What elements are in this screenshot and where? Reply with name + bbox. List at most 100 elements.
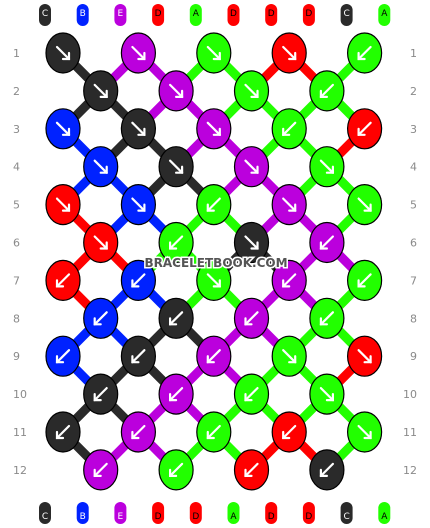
knot-arrow-icon	[206, 45, 221, 61]
knot-arrow-icon	[55, 273, 71, 288]
svg-text:D: D	[230, 9, 237, 19]
svg-text:C: C	[42, 512, 48, 522]
knot	[158, 70, 194, 112]
svg-text:D: D	[268, 512, 275, 522]
string-label: E	[114, 502, 127, 524]
knot	[158, 373, 194, 415]
knot-arrow-icon	[282, 273, 297, 288]
knot	[120, 108, 156, 150]
svg-text:B: B	[80, 512, 86, 522]
svg-text:D: D	[305, 512, 312, 522]
knot-arrow-icon	[55, 424, 71, 440]
string-label: D	[227, 4, 240, 26]
knot-arrow-icon	[93, 387, 108, 402]
string-label: B	[76, 4, 89, 26]
knot-arrow-icon	[169, 462, 184, 477]
string-label: A	[378, 502, 391, 524]
string-label: D	[152, 502, 165, 524]
knot-arrow-icon	[357, 273, 372, 288]
svg-text:E: E	[118, 9, 124, 19]
knot-arrow-icon	[131, 349, 146, 364]
string-label: D	[302, 4, 315, 26]
knot	[271, 259, 307, 301]
string-label: C	[39, 4, 51, 26]
row-number: 9	[410, 350, 417, 363]
knot-arrow-icon	[206, 349, 221, 364]
svg-text:D: D	[192, 512, 199, 522]
row-number: 8	[13, 312, 20, 325]
knot-arrow-icon	[244, 235, 259, 250]
knot	[83, 70, 119, 112]
svg-text:E: E	[118, 512, 124, 522]
knot	[120, 411, 156, 453]
knot	[120, 259, 156, 301]
string-label: A	[189, 4, 202, 26]
svg-text:D: D	[155, 512, 162, 522]
row-number: 9	[13, 350, 20, 363]
knot-arrow-icon	[169, 83, 184, 99]
knot-arrow-icon	[244, 387, 259, 402]
knot-arrow-icon	[319, 83, 334, 99]
row-number: 4	[13, 161, 20, 174]
knot	[271, 32, 307, 74]
knot-arrow-icon	[357, 349, 372, 364]
knot-arrow-icon	[55, 45, 71, 61]
string-label: C	[340, 502, 353, 524]
string-label: D	[265, 502, 278, 524]
row-number: 1	[410, 47, 417, 60]
knot	[309, 70, 345, 112]
knot	[158, 221, 194, 264]
knot-arrow-icon	[357, 45, 372, 61]
knot-arrow-icon	[282, 349, 297, 364]
knot	[45, 335, 81, 377]
knot	[271, 184, 307, 226]
row-number: 4	[410, 161, 417, 174]
row-number: 7	[13, 274, 20, 287]
string-label: A	[227, 502, 240, 524]
knot-arrow-icon	[93, 311, 108, 326]
knot-arrow-icon	[319, 462, 334, 477]
knot-arrow-icon	[319, 235, 334, 250]
string-label: A	[378, 4, 391, 26]
knot-arrow-icon	[206, 197, 221, 212]
knot-arrow-icon	[169, 387, 184, 402]
knot	[309, 449, 345, 491]
string-label: D	[302, 502, 315, 524]
knot-arrow-icon	[319, 311, 334, 326]
knot-arrow-icon	[131, 197, 146, 212]
svg-text:BRACELETBOOK.COM: BRACELETBOOK.COM	[144, 256, 287, 270]
knot	[158, 146, 194, 188]
knot	[347, 411, 383, 453]
knot-arrow-icon	[357, 424, 372, 440]
knot-arrow-icon	[169, 235, 184, 250]
string-label: D	[152, 4, 165, 26]
knot	[196, 259, 232, 301]
row-number: 3	[410, 123, 417, 136]
knot-arrow-icon	[282, 424, 297, 440]
knot-arrow-icon	[206, 424, 221, 440]
svg-text:C: C	[42, 9, 48, 19]
string-label: B	[76, 502, 89, 524]
row-number: 11	[13, 426, 27, 439]
knot-arrow-icon	[93, 83, 108, 99]
row-number: 1	[13, 47, 20, 60]
watermark: BRACELETBOOK.COM BRACELETBOOK.COM	[143, 255, 289, 272]
svg-text:C: C	[343, 9, 349, 19]
knot-arrow-icon	[206, 273, 221, 288]
knot	[45, 108, 81, 150]
knot	[120, 184, 156, 226]
string-label: C	[39, 502, 51, 524]
row-number: 10	[403, 388, 417, 401]
knot-arrow-icon	[319, 387, 334, 402]
knot-arrow-icon	[357, 121, 372, 136]
watermark-text: BRACELETBOOK.COM	[144, 256, 287, 270]
svg-text:D: D	[155, 9, 162, 19]
svg-text:B: B	[80, 9, 86, 19]
knot-arrow-icon	[93, 462, 108, 477]
knot	[45, 32, 81, 74]
row-number: 12	[403, 464, 417, 477]
knot-arrow-icon	[282, 45, 297, 61]
knot	[196, 411, 232, 453]
